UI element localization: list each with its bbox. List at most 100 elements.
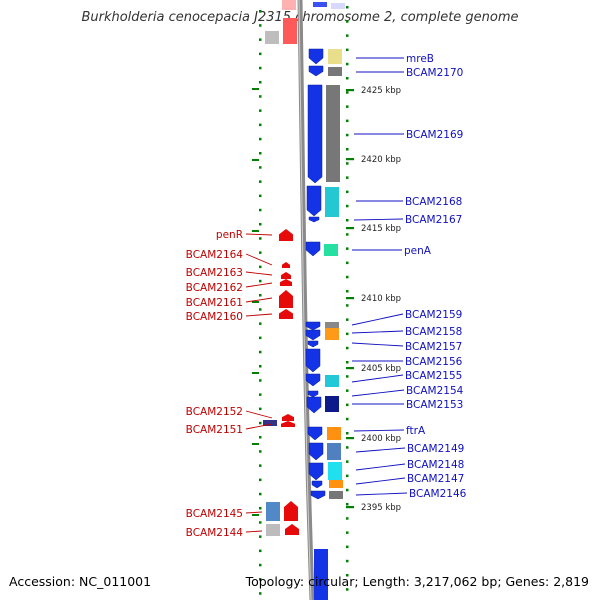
rail-dot — [259, 38, 262, 41]
gene-label-bcam2146[interactable]: BCAM2146 — [409, 488, 467, 500]
cog-category-box[interactable] — [265, 31, 279, 44]
cog-category-box[interactable] — [325, 375, 339, 387]
cog-category-box[interactable] — [329, 491, 343, 499]
reverse-gene-feature[interactable] — [280, 279, 292, 286]
rail-dot — [259, 123, 262, 127]
cog-category-box[interactable] — [283, 18, 297, 44]
forward-gene-feature[interactable] — [305, 241, 321, 257]
gene-label-bcam2155[interactable]: BCAM2155 — [405, 370, 462, 382]
forward-gene-feature[interactable] — [308, 442, 324, 461]
forward-gene-feature[interactable] — [305, 329, 321, 341]
forward-gene-feature[interactable] — [308, 48, 324, 65]
cog-category-box[interactable] — [327, 443, 341, 460]
forward-gene-feature[interactable] — [308, 65, 324, 77]
forward-gene-feature[interactable] — [307, 84, 323, 184]
gene-label-bcam2156[interactable]: BCAM2156 — [405, 356, 463, 368]
cog-category-box[interactable] — [325, 396, 339, 412]
leader-line — [245, 410, 273, 419]
gene-label-bcam2147[interactable]: BCAM2147 — [407, 473, 464, 485]
cog-category-box[interactable] — [325, 322, 339, 328]
reverse-gene-feature[interactable] — [279, 309, 293, 319]
cog-category-box[interactable] — [325, 328, 339, 340]
forward-gene-feature[interactable] — [313, 2, 327, 7]
cog-category-box[interactable] — [327, 427, 341, 440]
forward-gene-feature[interactable] — [310, 490, 326, 500]
gene-label-mreb[interactable]: mreB — [406, 53, 434, 65]
gene-features[interactable] — [263, 0, 345, 600]
forward-gene-feature[interactable] — [305, 373, 321, 387]
leader-line — [351, 342, 404, 347]
gene-label-bcam2160[interactable]: BCAM2160 — [186, 311, 243, 323]
reverse-gene-feature[interactable] — [279, 290, 293, 308]
gene-label-bcam2151[interactable]: BCAM2151 — [186, 424, 243, 436]
forward-gene-feature[interactable] — [305, 321, 321, 331]
reverse-gene-feature[interactable] — [279, 229, 293, 241]
forward-gene-feature[interactable] — [307, 390, 319, 398]
gene-label-bcam2153[interactable]: BCAM2153 — [406, 399, 463, 411]
forward-gene-feature[interactable] — [314, 549, 328, 600]
rail-dot — [346, 190, 349, 194]
reverse-gene-feature[interactable] — [282, 262, 290, 268]
rail-major-tick — [252, 443, 259, 445]
gene-label-bcam2158[interactable]: BCAM2158 — [405, 326, 462, 338]
cog-category-box[interactable] — [331, 3, 345, 9]
gene-label-ftra[interactable]: ftrA — [406, 425, 426, 437]
rail-dot — [346, 119, 349, 123]
cog-category-box[interactable] — [325, 187, 339, 217]
gene-label-bcam2168[interactable]: BCAM2168 — [405, 196, 462, 208]
forward-gene-feature[interactable] — [306, 396, 322, 414]
cog-category-box[interactable] — [263, 420, 277, 426]
rail-dot — [259, 421, 262, 425]
gene-label-bcam2154[interactable]: BCAM2154 — [406, 385, 464, 397]
gene-label-bcam2152[interactable]: BCAM2152 — [186, 406, 243, 418]
cog-category-box[interactable] — [282, 0, 296, 10]
gene-label-bcam2164[interactable]: BCAM2164 — [186, 249, 244, 261]
rail-dot — [346, 34, 349, 37]
rail-dot — [259, 322, 262, 325]
gene-label-bcam2144[interactable]: BCAM2144 — [186, 527, 244, 539]
length-label: Length: — [362, 574, 410, 589]
scale-tick — [346, 89, 354, 92]
cog-category-box[interactable] — [326, 85, 340, 182]
reverse-gene-feature[interactable] — [284, 501, 298, 521]
gene-label-bcam2159[interactable]: BCAM2159 — [405, 309, 462, 321]
gene-label-bcam2162[interactable]: BCAM2162 — [186, 282, 243, 294]
cog-category-box[interactable] — [266, 502, 280, 521]
forward-gene-feature[interactable] — [307, 340, 319, 348]
cog-category-box[interactable] — [328, 462, 342, 480]
reverse-gene-feature[interactable] — [285, 524, 299, 535]
forward-gene-feature[interactable] — [308, 462, 324, 481]
gene-label-bcam2145[interactable]: BCAM2145 — [186, 508, 243, 520]
gene-label-bcam2170[interactable]: BCAM2170 — [406, 67, 463, 79]
reverse-gene-feature[interactable] — [281, 421, 295, 427]
forward-gene-feature[interactable] — [305, 348, 321, 373]
reverse-gene-feature[interactable] — [281, 272, 291, 279]
gene-label-bcam2169[interactable]: BCAM2169 — [406, 129, 463, 141]
rail-dot — [346, 290, 349, 293]
cog-category-box[interactable] — [324, 244, 338, 256]
forward-gene-feature[interactable] — [308, 216, 320, 223]
rail-dot — [346, 417, 349, 421]
gene-label-bcam2148[interactable]: BCAM2148 — [407, 459, 464, 471]
leader-line — [355, 463, 406, 471]
reverse-gene-feature[interactable] — [282, 414, 294, 421]
gene-label-pena[interactable]: penA — [404, 245, 432, 257]
gene-label-bcam2167[interactable]: BCAM2167 — [405, 214, 462, 226]
forward-gene-feature[interactable] — [307, 426, 323, 441]
gene-label-bcam2161[interactable]: BCAM2161 — [186, 297, 243, 309]
gene-label-bcam2163[interactable]: BCAM2163 — [186, 267, 243, 279]
cog-category-box[interactable] — [328, 49, 342, 64]
cog-category-box[interactable] — [329, 480, 343, 488]
rail-dot — [259, 279, 262, 283]
gene-label-penr[interactable]: penR — [216, 229, 243, 241]
gene-label-bcam2157[interactable]: BCAM2157 — [405, 341, 462, 353]
gene-label-bcam2149[interactable]: BCAM2149 — [407, 443, 464, 455]
cog-category-box[interactable] — [328, 67, 342, 76]
leader-line — [355, 477, 406, 485]
forward-gene-feature[interactable] — [311, 480, 323, 489]
forward-gene-feature[interactable] — [306, 185, 322, 217]
cog-category-box[interactable] — [266, 524, 280, 536]
scale-tick — [346, 506, 354, 509]
